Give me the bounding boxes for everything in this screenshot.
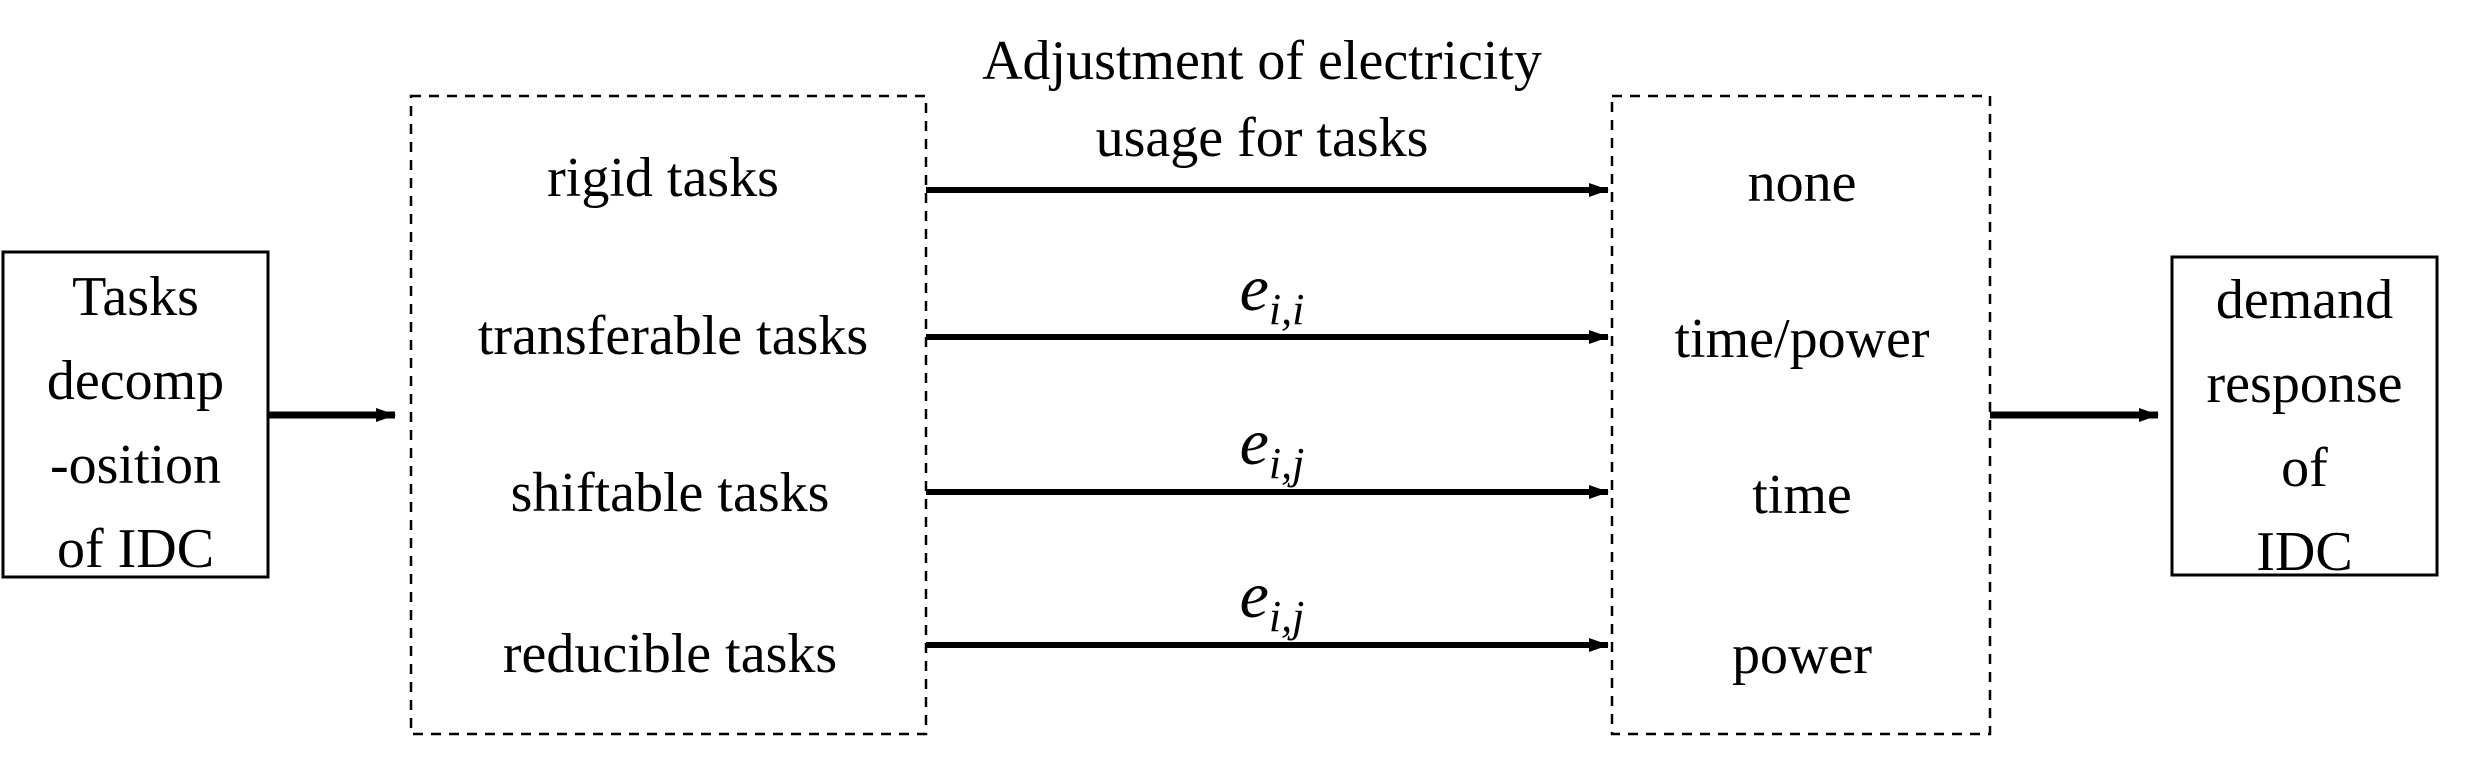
edge-label-transferable-base: e	[1239, 252, 1269, 325]
edge-label-reducible-base: e	[1239, 559, 1269, 632]
left-box-line-4: of IDC	[56, 518, 215, 580]
edge-label-shiftable: ei,j	[1240, 410, 1305, 486]
task-transferable: transferable tasks	[477, 305, 869, 367]
right-box-text: demand response of IDC	[2172, 258, 2437, 594]
title-line-1: Adjustment of electricity	[982, 30, 1542, 92]
edge-label-reducible: ei,j	[1240, 563, 1305, 639]
adjust-none: none	[1747, 152, 1857, 214]
right-box-line-3: of	[2281, 437, 2328, 499]
adjustment-types-box	[1610, 94, 1992, 736]
left-box	[1, 250, 270, 579]
left-box-line-3: -osition	[49, 434, 222, 496]
adjust-time: time	[1752, 464, 1852, 526]
right-box	[2170, 255, 2439, 577]
adjust-time-power: time/power	[1674, 308, 1930, 370]
edge-label-reducible-sub: i,j	[1268, 592, 1305, 641]
right-box-line-2: response	[2206, 353, 2403, 415]
task-rigid: rigid tasks	[547, 147, 779, 209]
edge-label-shiftable-sub: i,j	[1268, 439, 1305, 488]
left-box-text: Tasks decomp -osition of IDC	[3, 255, 268, 591]
edge-label-transferable: ei,i	[1240, 256, 1305, 332]
edge-label-transferable-sub: i,i	[1268, 285, 1305, 334]
left-box-line-2: decomp	[46, 350, 225, 412]
adjust-power: power	[1732, 624, 1872, 686]
edge-label-shiftable-base: e	[1239, 406, 1269, 479]
task-types-box	[409, 94, 928, 736]
task-shiftable: shiftable tasks	[510, 462, 830, 524]
right-box-line-1: demand	[2215, 269, 2394, 331]
task-reducible: reducible tasks	[502, 623, 838, 685]
left-box-line-1: Tasks	[72, 266, 199, 328]
right-box-line-4: IDC	[2256, 521, 2353, 583]
title-line-2: usage for tasks	[1095, 107, 1429, 169]
